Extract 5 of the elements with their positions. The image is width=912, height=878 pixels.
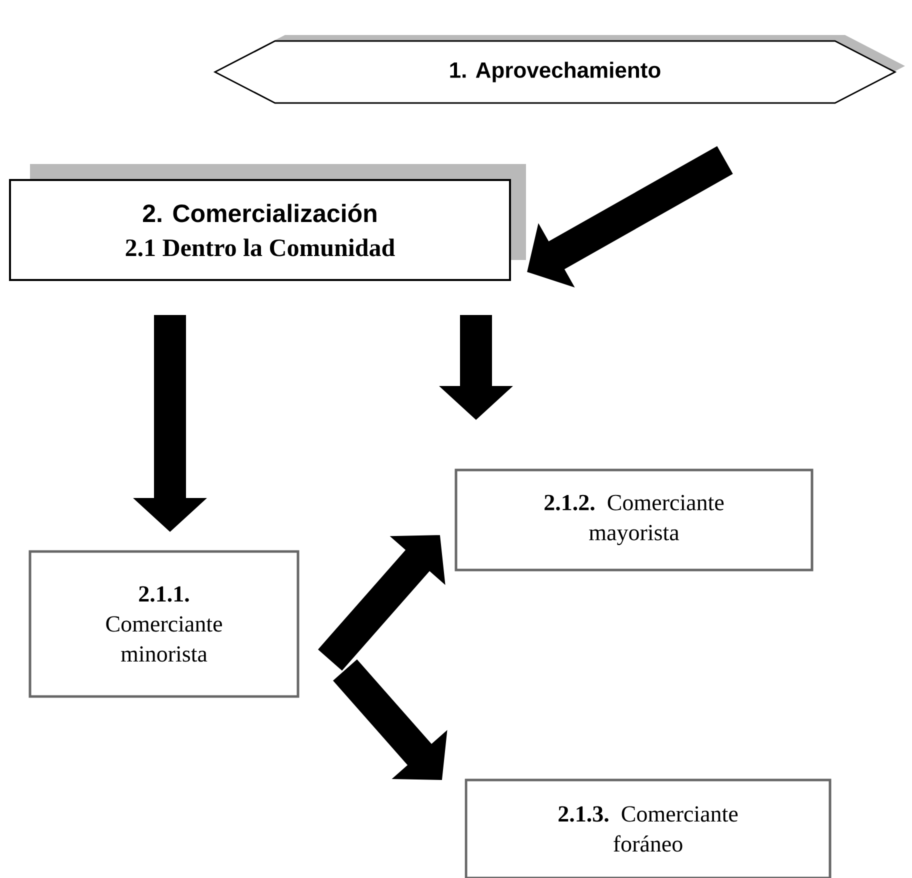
block-arrow [333,659,448,780]
process-box: 2.1.1. Comerciante minorista [28,550,300,698]
process-box: 2. Comercialización 2.1 Dentro la Comunidad [9,164,526,281]
process-box: 2.1.3. Comerciante foráneo [464,778,832,878]
process-box: 2.1.2. Comerciante mayorista [454,468,814,572]
